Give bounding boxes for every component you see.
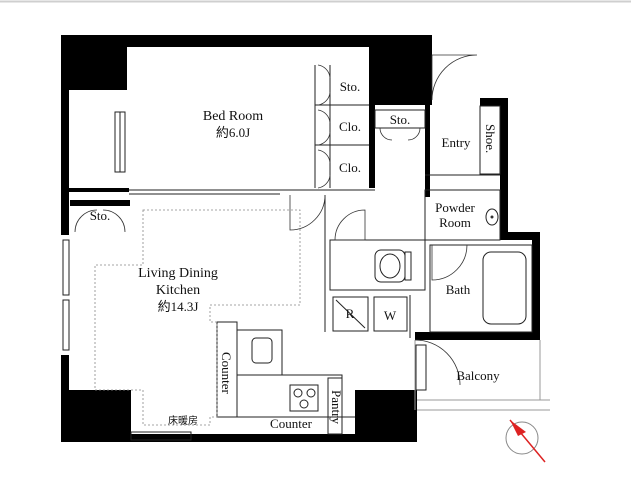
- sto-ldk-label: Sto.: [90, 208, 111, 223]
- bedroom-name: Bed Room: [203, 109, 263, 124]
- doors: [74, 54, 478, 386]
- clo2-label: Clo.: [339, 160, 361, 175]
- ldk-size: 約14.3J: [158, 299, 199, 314]
- fridge-mark: [335, 299, 366, 329]
- counter-vertical-label: Counter: [219, 352, 234, 395]
- interior-lines: [62, 65, 550, 441]
- fridge-label: R: [346, 306, 355, 321]
- sink-icon: [485, 208, 499, 226]
- ldk-name-2: Kitchen: [156, 283, 200, 298]
- walls: [61, 35, 540, 442]
- powder-label-1: Powder: [435, 200, 475, 215]
- shoe-label: Shoe.: [483, 124, 498, 153]
- balcony-label: Balcony: [456, 368, 500, 383]
- north-arrow-icon: [505, 419, 546, 463]
- bath-label: Bath: [446, 282, 471, 297]
- bedroom-size: 約6.0J: [216, 125, 250, 140]
- washer-label: W: [384, 308, 397, 323]
- sto-bed-label: Sto.: [340, 79, 361, 94]
- powder-label-2: Room: [439, 215, 471, 230]
- floor-heating-zone: [94, 209, 301, 426]
- pantry-label: Pantry: [329, 390, 344, 424]
- clo1-label: Clo.: [339, 119, 361, 134]
- counter-bottom-label: Counter: [270, 416, 313, 431]
- entry-label: Entry: [442, 135, 471, 150]
- floor-heating-label: 床暖房: [168, 414, 198, 427]
- sto-entry-label: Sto.: [390, 112, 411, 127]
- room-labels: Bed Room 約6.0J Sto. Clo. Clo. Sto. Entry…: [90, 79, 500, 431]
- ldk-name-1: Living Dining: [138, 266, 218, 281]
- toilet-icon: [374, 249, 412, 283]
